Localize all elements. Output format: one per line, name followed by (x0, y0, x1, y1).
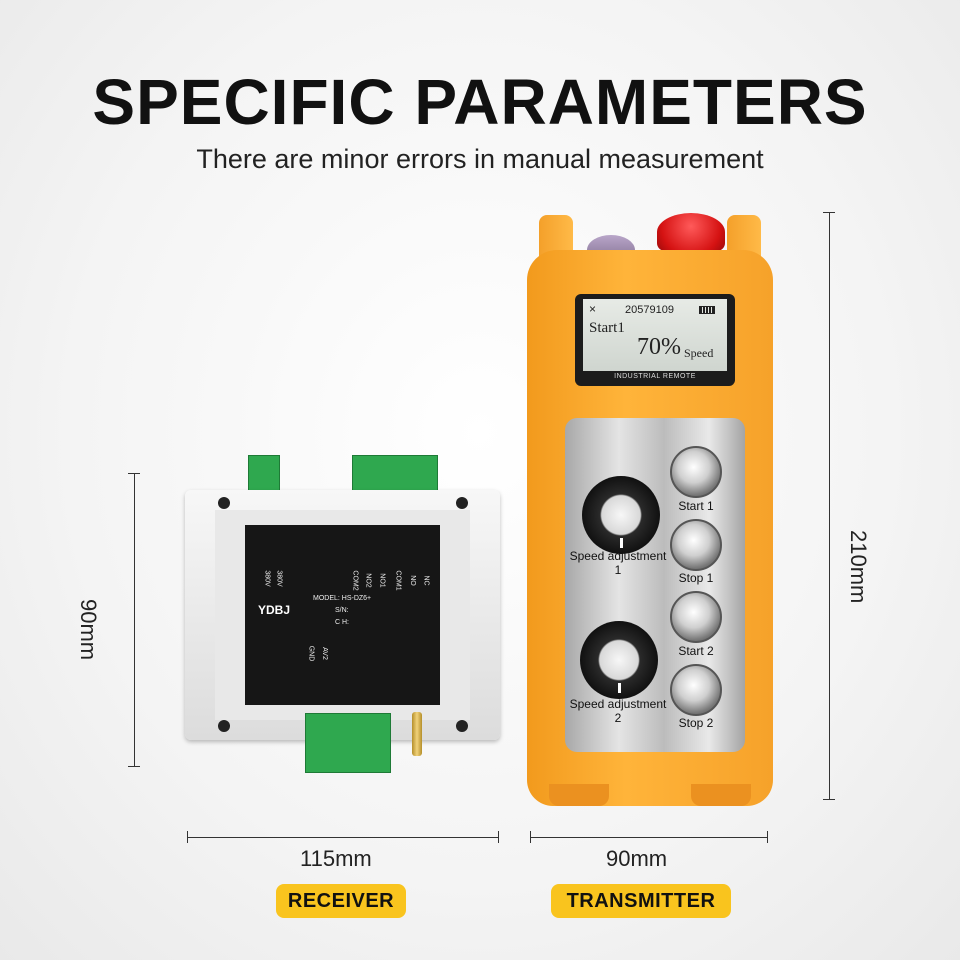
start-1-label: Start 1 (678, 499, 714, 513)
terminal-label-com1: COM1 (394, 570, 402, 591)
transmitter-width-tick-right (767, 831, 768, 843)
receiver-height-label: 90mm (76, 599, 101, 661)
left-foot (549, 784, 609, 806)
terminal-label-no2: NO2 (364, 573, 372, 588)
mount-hole (456, 497, 468, 509)
terminal-label-380v-a: 380V (263, 570, 271, 587)
transmitter-width-line (530, 837, 768, 838)
receiver-width-tick-right (498, 831, 499, 843)
close-icon: × (589, 302, 597, 316)
terminal-label-380v-b: 380V (275, 570, 283, 587)
receiver-width-label: 115mm (300, 846, 372, 871)
speed-adjustment-1-number: 1 (614, 563, 622, 577)
receiver-width-tick-left (187, 831, 188, 843)
receiver-label-panel (245, 525, 440, 705)
stop-2-button[interactable] (670, 664, 722, 716)
start-2-button[interactable] (670, 591, 722, 643)
speed-adjustment-1-label: Speed adjustment (569, 549, 667, 563)
receiver-badge: RECEIVER (276, 884, 406, 918)
battery-icon (699, 306, 715, 314)
page-title: SPECIFIC PARAMETERS (92, 66, 868, 138)
antenna-connector (412, 712, 422, 756)
receiver-width-line (187, 837, 499, 838)
serial-text: S/N: (335, 607, 349, 614)
receiver-height-tick-bottom (128, 766, 140, 767)
terminal-label-com2: COM2 (351, 570, 359, 591)
model-text: MODEL: HS-DZ6+ (313, 595, 372, 602)
receiver-height-line (134, 473, 135, 767)
transmitter-width-tick-left (530, 831, 531, 843)
receiver-device: YDBJ MODEL: HS-DZ6+ S/N: C H: 380V 380V … (185, 455, 500, 775)
brand-logo: YDBJ (258, 603, 291, 617)
receiver-height-tick-top (128, 473, 140, 474)
start-2-label: Start 2 (678, 644, 714, 658)
transmitter-height-label: 210mm (846, 530, 871, 604)
speed-value: 70% (637, 334, 681, 360)
terminal-label-nc: NC (422, 575, 430, 586)
mount-hole (456, 720, 468, 732)
page-subtitle: There are minor errors in manual measure… (196, 144, 764, 174)
stop-1-button[interactable] (670, 519, 722, 571)
mode-text: Start1 (589, 320, 625, 336)
terminal-label-av2: AV2 (320, 647, 328, 660)
terminal-label-no1: NO1 (378, 573, 386, 588)
stop-2-label: Stop 2 (678, 716, 714, 730)
transmitter-device: × 20579109 Start1 70% Speed INDUSTRIAL R… (527, 210, 773, 806)
terminal-label-gnd: GND (307, 645, 315, 662)
knob-1-indicator (620, 538, 623, 548)
transmitter-badge: TRANSMITTER (551, 884, 731, 918)
channel-text: C H: (335, 619, 349, 626)
right-foot (691, 784, 751, 806)
transmitter-width-label: 90mm (606, 846, 668, 871)
device-id: 20579109 (625, 304, 674, 316)
transmitter-height-tick-bottom (823, 799, 835, 800)
mount-hole (218, 720, 230, 732)
mount-hole (218, 497, 230, 509)
screen-caption: INDUSTRIAL REMOTE (614, 373, 696, 380)
transmitter-height-line (829, 212, 830, 800)
speed-adjustment-2-number: 2 (614, 711, 622, 725)
stop-1-label: Stop 1 (678, 571, 714, 585)
terminal-label-no: NO (408, 575, 416, 586)
transmitter-height-tick-top (823, 212, 835, 213)
bottom-terminal (305, 713, 391, 773)
start-1-button[interactable] (670, 446, 722, 498)
emergency-stop-button[interactable] (657, 213, 725, 251)
knob-2-indicator (618, 683, 621, 693)
speed-unit: Speed (684, 346, 714, 360)
speed-adjustment-2-label: Speed adjustment (569, 697, 667, 711)
